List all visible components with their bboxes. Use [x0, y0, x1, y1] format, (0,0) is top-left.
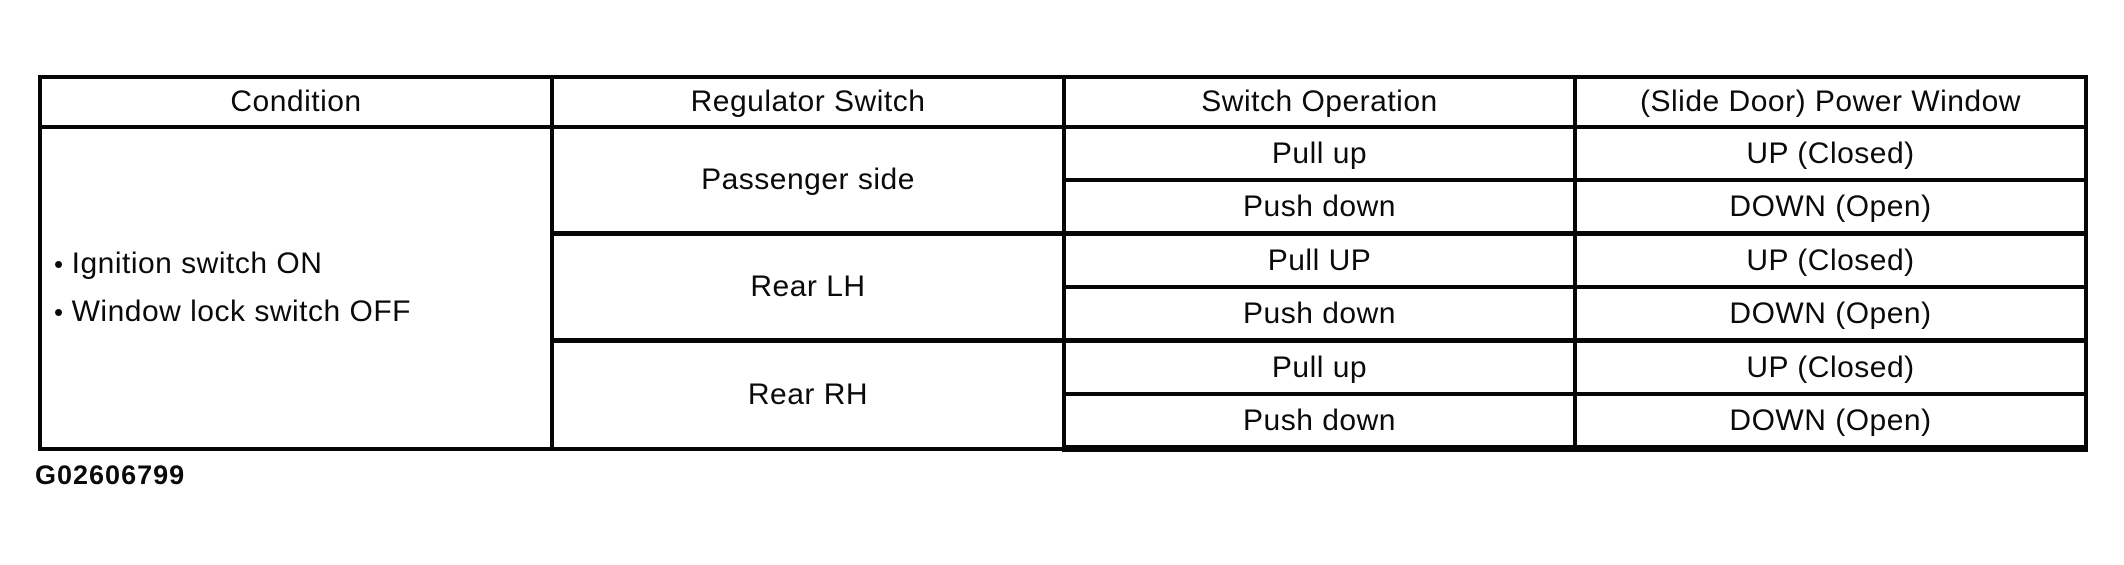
condition-item: • Ignition switch ON — [54, 246, 548, 281]
cell-condition: • Ignition switch ON • Window lock switc… — [38, 125, 554, 451]
table-row: • Ignition switch ON • Window lock switc… — [38, 125, 2088, 451]
cell-window-result: UP (Closed) — [1573, 125, 2088, 182]
cell-window-result: DOWN (Open) — [1573, 178, 2088, 236]
condition-item-label: Ignition switch ON — [71, 246, 323, 280]
header-regulator-switch: Regulator Switch — [550, 75, 1066, 129]
cell-regulator-rear-lh: Rear LH — [550, 231, 1066, 343]
cell-window-result: UP (Closed) — [1573, 338, 2088, 396]
cell-operation: Push down — [1062, 392, 1577, 452]
cell-operation: Push down — [1062, 285, 1577, 343]
table-row: Rear RH Pull up UP (Closed) — [40, 338, 2088, 451]
table-row: Push down DOWN (Open) — [40, 178, 2088, 236]
condition-item-label: Window lock switch OFF — [71, 294, 411, 328]
header-power-window: (Slide Door) Power Window — [1573, 75, 2088, 129]
table-row: Rear LH Pull UP UP (Closed) — [40, 231, 2088, 343]
table-header-row: Condition Regulator Switch Switch Operat… — [38, 75, 2088, 129]
figure-reference-code: G02606799 — [35, 460, 186, 490]
cell-regulator-passenger-side: Passenger side — [550, 125, 1066, 236]
cell-window-result: DOWN (Open) — [1573, 285, 2088, 343]
condition-list: • Ignition switch ON • Window lock switc… — [44, 246, 548, 329]
condition-item: • Window lock switch OFF — [54, 294, 548, 329]
cell-window-result: UP (Closed) — [1573, 231, 2088, 289]
bullet-icon: • — [54, 296, 64, 327]
table-row: Push down DOWN (Open) — [40, 285, 2088, 343]
cell-regulator-rear-rh: Rear RH — [550, 338, 1066, 451]
header-switch-operation: Switch Operation — [1062, 75, 1577, 129]
cell-operation: Pull UP — [1062, 231, 1577, 289]
cell-operation: Pull up — [1062, 338, 1577, 396]
cell-operation: Pull up — [1062, 125, 1577, 182]
header-condition: Condition — [38, 75, 554, 129]
cell-window-result: DOWN (Open) — [1573, 392, 2088, 452]
cell-operation: Push down — [1062, 178, 1577, 236]
bullet-icon: • — [54, 248, 64, 279]
table-row: Push down DOWN (Open) — [40, 392, 2088, 452]
power-window-operation-table: Condition Regulator Switch Switch Operat… — [38, 75, 2088, 452]
